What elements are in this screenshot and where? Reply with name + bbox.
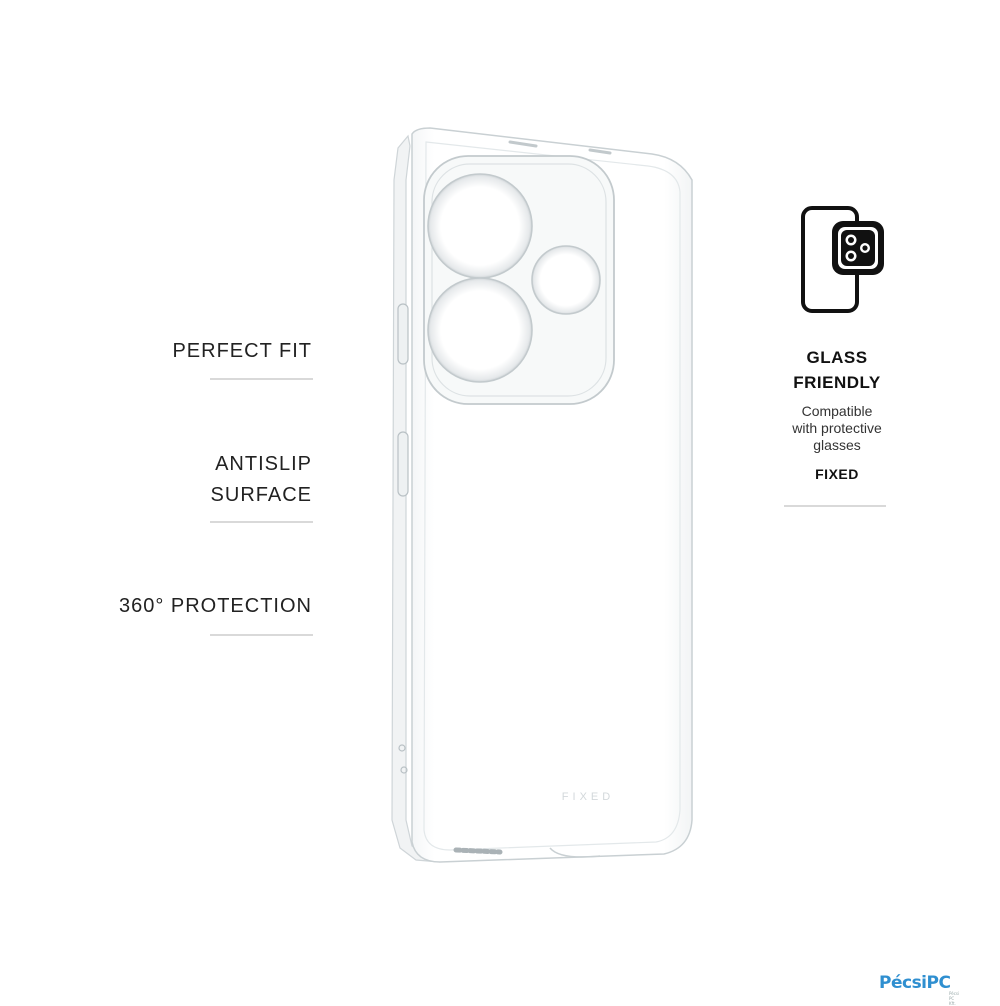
case-power-button [397, 431, 409, 497]
glass-title-line: GLASS [806, 348, 868, 367]
watermark-sub: Pécsi PC Kft. [949, 991, 960, 1006]
glass-friendly-block: GLASS FRIENDLY Compatible with protectiv… [762, 345, 912, 482]
feature-antislip-surface: ANTISLIP SURFACE [72, 449, 312, 511]
feature-label: ANTISLIP [215, 453, 312, 475]
feature-divider [210, 521, 313, 523]
phone-camera-glass-icon [801, 206, 884, 313]
glass-divider [784, 505, 886, 507]
watermark-name: PécsiPC [879, 973, 951, 993]
feature-label: SURFACE [210, 484, 312, 506]
glass-desc-line: with protective [792, 420, 882, 436]
feature-divider [210, 634, 313, 636]
case-volume-button [397, 303, 409, 365]
camera-lens-cutout [427, 173, 533, 279]
glass-desc-line: glasses [813, 437, 861, 453]
camera-lens-cutout [531, 245, 601, 315]
camera-lens-cutout [427, 277, 533, 383]
glass-title-line: FRIENDLY [793, 373, 881, 392]
feature-perfect-fit: PERFECT FIT [72, 336, 312, 367]
glass-title: GLASS FRIENDLY [762, 345, 912, 395]
phone-case-image: FIXED [391, 127, 693, 863]
feature-360-protection: 360° PROTECTION [72, 591, 312, 622]
feature-label: 360° PROTECTION [118, 595, 312, 617]
case-logo: FIXED [562, 791, 614, 803]
glass-description: Compatible with protective glasses [762, 403, 912, 454]
feature-divider [210, 378, 313, 380]
feature-label: PERFECT FIT [172, 340, 312, 362]
glass-brand: FIXED [815, 466, 859, 482]
glass-desc-line: Compatible [801, 403, 873, 419]
pecsipc-watermark-logo: PécsiPC Pécsi PC Kft. [879, 973, 959, 1006]
